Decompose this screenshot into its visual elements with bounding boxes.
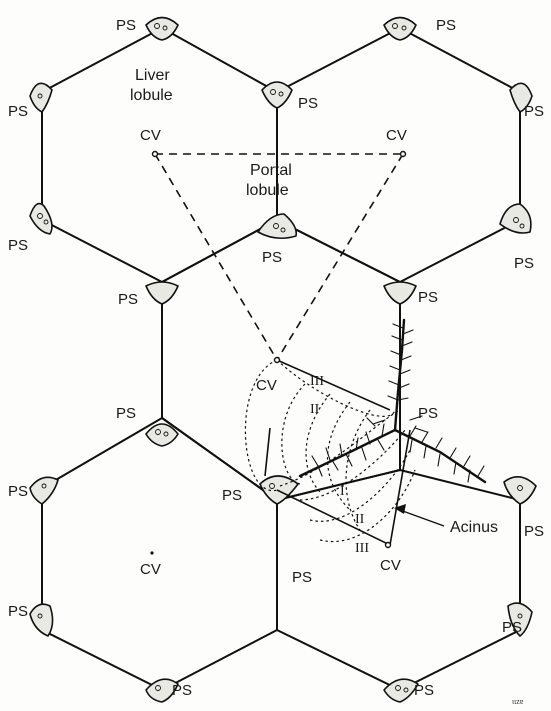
portal-space-triangle [145, 281, 179, 305]
portal-space-triangle [259, 475, 299, 505]
central-vein-dot [384, 541, 392, 549]
portal-space-triangle [29, 202, 53, 235]
portal-space-triangle [29, 476, 59, 505]
zone-2-label: II [310, 402, 320, 417]
ps-label: PS [418, 289, 438, 306]
signature: ɩɩzɐ [512, 697, 524, 706]
portal-space-triangle [499, 203, 532, 234]
ps-label: PS [298, 95, 318, 112]
ps-label: PS [262, 249, 282, 266]
portal-space-triangle [261, 81, 293, 109]
liver-lobule-label: Liver [135, 67, 170, 84]
zone-1-label: I [340, 484, 345, 499]
ps-label: PS [8, 237, 28, 254]
cv-label: CV [380, 557, 401, 574]
portal-space-triangle [257, 213, 298, 240]
central-vein-dot [151, 150, 159, 158]
portal-space-triangle [145, 16, 179, 41]
portal-space-triangle [383, 678, 419, 703]
acinus-label: Acinus [450, 519, 498, 536]
portal-lobule-outline [154, 153, 404, 361]
zone-2-label: II [355, 512, 365, 527]
ps-label: PS [502, 619, 522, 636]
ps-label: PS [116, 405, 136, 422]
hexagon-top-right [276, 27, 521, 283]
hexagon-bottom-right [276, 469, 521, 691]
portal-spaces [29, 16, 537, 703]
central-vein-dot [150, 551, 154, 555]
ps-label: PS [524, 103, 544, 120]
liver-lobule-label: lobule [130, 87, 173, 104]
hexagon-bottom-left [41, 417, 278, 691]
portal-space-triangle [383, 281, 417, 305]
portal-tract-branches [298, 318, 487, 484]
ps-label: PS [8, 483, 28, 500]
ps-label: PS [418, 405, 438, 422]
central-vein-dot [399, 150, 407, 158]
portal-lobule-label: Portal [250, 162, 292, 179]
portal-lobule-label: lobule [246, 182, 289, 199]
zone-3-label: III [355, 541, 369, 556]
hexagon-lobules [41, 27, 521, 691]
acinus-axis [264, 359, 411, 546]
ps-label: PS [222, 487, 242, 504]
zone-labels: III II I II III [310, 374, 369, 556]
ps-label: PS [8, 603, 28, 620]
acinus-zones [244, 359, 416, 543]
ps-label: PS [524, 523, 544, 540]
ps-label: PS [514, 255, 534, 272]
portal-space-triangle [145, 678, 179, 703]
portal-space-triangle [145, 423, 179, 447]
cv-label: CV [386, 127, 407, 144]
arrow-icon [394, 504, 445, 527]
central-veins [150, 150, 407, 555]
central-vein-labels: CV CV CV CV CV [140, 127, 407, 578]
ps-label: PS [414, 682, 434, 699]
portal-space-triangle [383, 16, 417, 41]
central-vein-dot [273, 356, 281, 364]
ps-label: PS [436, 17, 456, 34]
portal-space-triangle [509, 82, 533, 113]
zone-3-label: III [310, 374, 324, 389]
ps-label: PS [292, 569, 312, 586]
ps-label: PS [8, 103, 28, 120]
portal-space-labels: PS PS PS PS PS PS PS PS PS PS PS PS PS P… [8, 17, 544, 699]
ps-label: PS [116, 17, 136, 34]
ps-label: PS [118, 291, 138, 308]
ps-label: PS [172, 682, 192, 699]
portal-space-triangle [507, 602, 533, 637]
cv-label: CV [256, 377, 277, 394]
cv-label: CV [140, 127, 161, 144]
portal-space-triangle [29, 603, 54, 637]
cv-label: CV [140, 561, 161, 578]
